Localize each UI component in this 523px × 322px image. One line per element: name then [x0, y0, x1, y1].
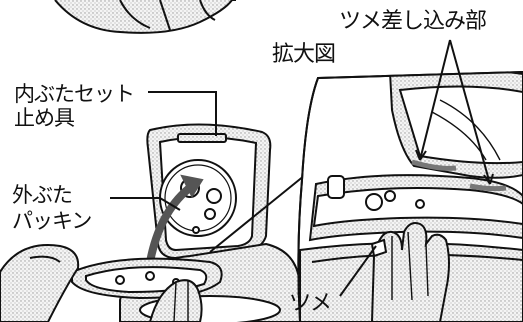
zoom-view	[297, 70, 523, 322]
claw-tab	[370, 238, 388, 258]
claw-insert-part-label: ツメ差し込み部	[339, 9, 487, 34]
claw-label: ツメ	[289, 291, 332, 316]
inner-lid-set-label-line1: 内ぶたセット	[14, 82, 135, 106]
inner-lid-stopper	[177, 133, 227, 143]
rice-cooker-main	[0, 123, 301, 322]
outer-lid-label-line1: 外ぶた	[12, 183, 73, 207]
outer-lid-label-line2: パッキン	[12, 209, 92, 233]
rotate-arrow	[146, 182, 196, 266]
left-hand	[0, 244, 80, 322]
leader-claw	[339, 245, 377, 297]
claw-insert-pointers	[411, 39, 507, 192]
inner-lid-disc	[159, 159, 237, 237]
inner-lid-set-label-line2: 止め具	[14, 106, 75, 130]
leader-outer-lid	[110, 197, 181, 211]
zoom-view-label: 拡大図	[272, 42, 336, 67]
top-previous-illustration	[54, 0, 236, 34]
leader-inner-lid-set	[148, 91, 217, 136]
